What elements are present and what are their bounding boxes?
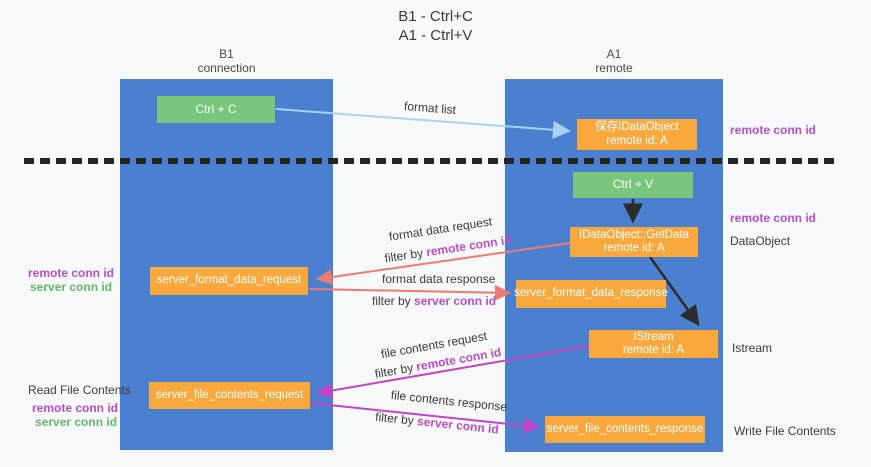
write-file-contents-label: Write File Contents (734, 424, 836, 438)
format-data-response-arrow (309, 284, 511, 301)
getdata-box: IDataObject::GetData remote id: A (570, 227, 698, 257)
column-header-left: B1 connection (120, 47, 333, 75)
ctrl-v-label: Ctrl + V (612, 177, 654, 192)
save-dataobject-box: 保存IDataObject remote id: A (577, 119, 697, 150)
left-remote-conn-id-top: remote conn id (28, 266, 115, 280)
dataobject-label: DataObject (730, 234, 791, 248)
ctrl-v-box: Ctrl + V (573, 172, 693, 198)
istream-side-label: Istream (732, 341, 773, 355)
column-right-subtitle: remote (595, 61, 633, 75)
column-left-name: B1 (219, 47, 234, 61)
read-file-contents-label: Read File Contents (28, 383, 131, 397)
istream-line2: remote id: A (622, 344, 685, 356)
server-file-contents-request-box: server_file_contents_request (149, 382, 310, 409)
server-format-data-request-box: server_format_data_request (150, 267, 308, 295)
page-title: B1 - Ctrl+C A1 - Ctrl+V (0, 7, 871, 45)
server-file-contents-request-label: server_file_contents_request (155, 388, 304, 401)
server-format-data-response-label: server_format_data_response (514, 287, 668, 300)
server-conn-id-filter-value: server conn id (414, 294, 497, 308)
right-remote-conn-id-top: remote conn id (730, 123, 817, 137)
title-line-1: B1 - Ctrl+C (398, 8, 473, 25)
format-data-request-arrow (316, 242, 571, 285)
save-dataobject-line2: remote id: A (606, 134, 668, 147)
server-file-contents-response-box: server_file_contents_response (545, 416, 705, 443)
format-list-arrow (275, 108, 571, 139)
istream-box: IStream remote id: A (589, 330, 718, 358)
title-line-2: A1 - Ctrl+V (398, 27, 473, 44)
left-remote-conn-id-bottom: remote conn id (32, 401, 119, 415)
file-contents-response-arrow (309, 402, 540, 434)
left-server-conn-id-bottom: server conn id (35, 415, 118, 429)
save-dataobject-line1: 保存IDataObject (595, 121, 679, 133)
left-server-conn-id-top: server conn id (30, 280, 113, 294)
getdata-to-istream-arrow (648, 256, 700, 327)
server-file-contents-response-label: server_file_contents_response (546, 422, 704, 435)
right-remote-conn-id-mid: remote conn id (730, 211, 817, 225)
column-header-right: A1 remote (505, 47, 723, 75)
filter-by-server-conn-id-1: filter by server conn id (372, 294, 497, 308)
format-data-response-label: format data response (382, 272, 496, 286)
getdata-line1: IDataObject::GetData (579, 228, 689, 241)
getdata-line2: remote id: A (603, 242, 665, 254)
filter-by-prefix: filter by (372, 294, 415, 308)
server-format-data-request-label: server_format_data_request (156, 274, 302, 287)
dashed-separator-line (24, 158, 838, 164)
ctrl-c-box: Ctrl + C (157, 96, 275, 123)
ctrl-c-label: Ctrl + C (195, 101, 237, 116)
istream-line1: IStream (633, 330, 674, 343)
column-right-name: A1 (606, 47, 622, 61)
column-left-subtitle: connection (197, 61, 256, 75)
file-contents-request-arrow (316, 345, 590, 399)
server-format-data-response-box: server_format_data_response (514, 280, 668, 308)
